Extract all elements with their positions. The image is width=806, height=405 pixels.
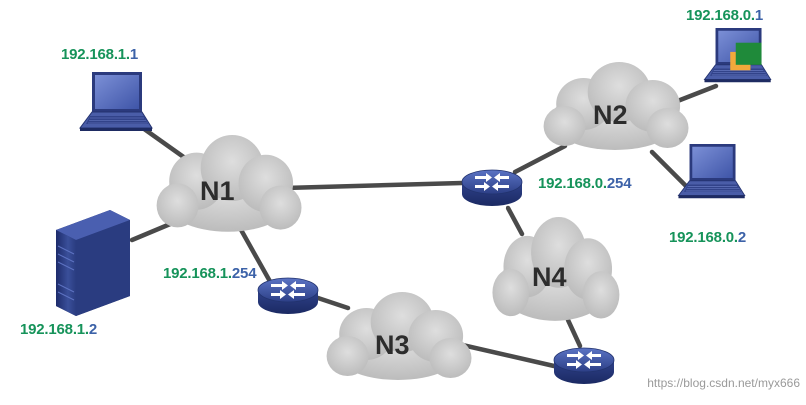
laptop-192-168-1-1 — [79, 71, 153, 132]
ip-label-router-top: 192.168.0.254 — [538, 175, 632, 192]
link-server-n1 — [129, 219, 178, 243]
ip-prefix: 192.168.0. — [538, 175, 607, 192]
link-laptop1-n1 — [137, 123, 188, 161]
router-bottom — [553, 347, 615, 385]
ip-prefix: 192.168.1. — [20, 321, 89, 338]
ip-host: 1 — [129, 46, 139, 63]
router-bottom-label: ROUTER — [573, 385, 599, 391]
ip-prefix: 192.168.1. — [163, 265, 232, 282]
link-router-top-n2 — [512, 143, 568, 175]
ip-label-laptop-n2-top: 192.168.0.1 — [686, 8, 763, 23]
ip-host: 1 — [754, 7, 764, 24]
ip-prefix: 192.168.1. — [61, 46, 130, 63]
link-router-left-n3 — [315, 295, 351, 311]
laptop-192-168-0-1 — [704, 27, 772, 83]
ip-host: 2 — [737, 229, 747, 246]
router-left-label: ROUTER — [277, 315, 303, 321]
ip-host: 254 — [231, 265, 257, 282]
ip-label-laptop-n2-bottom: 192.168.0.2 — [669, 230, 746, 245]
watermark-text: https://blog.csdn.net/myx666 — [647, 376, 800, 390]
link-n1-router-top — [282, 180, 465, 191]
ip-prefix: 192.168.0. — [669, 229, 738, 246]
ip-prefix: 192.168.0. — [686, 7, 755, 24]
network-label-n3: N3 — [375, 330, 410, 360]
router-top — [461, 169, 523, 207]
router-left — [257, 277, 319, 315]
ip-label-server-n1: 192.168.1.2 — [20, 322, 97, 337]
ip-label-router-left: 192.168.1.254 — [163, 265, 257, 282]
network-links — [129, 83, 719, 369]
server-192-168-1-2 — [56, 210, 130, 316]
link-router-top-n4 — [505, 205, 525, 237]
ip-host: 2 — [88, 321, 98, 338]
ip-label-laptop-n1: 192.168.1.1 — [61, 47, 138, 62]
link-n2-laptop-top — [672, 83, 719, 105]
router-top-label: ROUTER — [481, 207, 507, 213]
highlight-green-square — [735, 42, 762, 65]
link-n1-router-left — [237, 225, 275, 288]
link-n2-laptop-bottom — [649, 149, 693, 193]
network-label-n1: N1 — [200, 176, 235, 206]
network-label-n4: N4 — [532, 262, 567, 292]
link-n4-router-bottom — [565, 317, 583, 349]
network-label-n2: N2 — [593, 100, 628, 130]
link-n3-router-bottom — [455, 341, 557, 369]
ip-host: 254 — [606, 175, 632, 192]
laptop-192-168-0-2 — [678, 143, 746, 199]
